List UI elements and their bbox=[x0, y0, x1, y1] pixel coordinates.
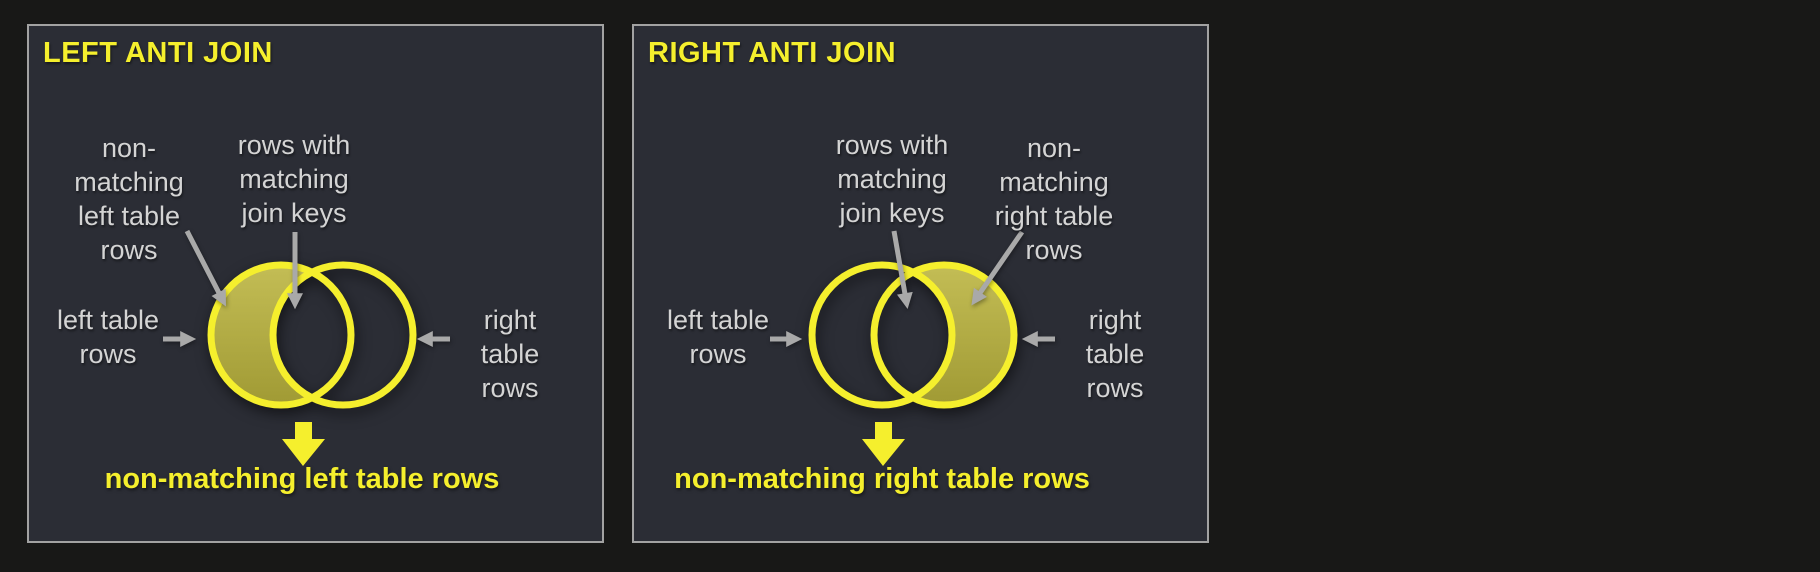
result-caption: non-matching left table rows bbox=[104, 463, 500, 495]
left-table-circle bbox=[207, 261, 355, 409]
right-table-circle bbox=[870, 261, 1018, 409]
arrow-to-overlap-icon bbox=[891, 230, 913, 309]
arrow-to-crescent-icon bbox=[971, 230, 1025, 306]
left-table-circle bbox=[808, 261, 956, 409]
label-matching-join-keys: rows with matching join keys bbox=[237, 130, 351, 228]
label-non-matching-right-rows: non- matching right table rows bbox=[994, 133, 1114, 265]
label-matching-join-keys: rows with matching join keys bbox=[835, 130, 949, 228]
annotation-arrows bbox=[163, 229, 450, 348]
label-non-matching-left-rows: non- matching left table rows bbox=[74, 133, 184, 265]
label-left-table-rows: left table rows bbox=[56, 305, 160, 369]
venn-diagram-right-anti-join bbox=[770, 230, 1055, 409]
label-right-table-rows: right table rows bbox=[1085, 305, 1145, 403]
annotation-arrows bbox=[770, 230, 1055, 348]
venn-diagram-left-anti-join bbox=[163, 229, 450, 409]
venn-circles bbox=[207, 261, 417, 409]
left-crescent-highlight bbox=[211, 265, 351, 405]
panel-title: RIGHT ANTI JOIN bbox=[648, 37, 897, 69]
panel-title: LEFT ANTI JOIN bbox=[43, 37, 273, 69]
right-table-circle bbox=[269, 261, 417, 409]
label-left-table-rows: left table rows bbox=[666, 305, 770, 369]
panel-right-anti-join: RIGHT ANTI JOIN rows w bbox=[632, 24, 1209, 543]
label-right-table-rows: right table rows bbox=[480, 305, 540, 403]
result-caption: non-matching right table rows bbox=[674, 463, 1090, 495]
arrow-to-crescent-icon bbox=[184, 229, 226, 307]
panel-left-anti-join: LEFT ANTI JOIN non- ma bbox=[27, 24, 604, 543]
